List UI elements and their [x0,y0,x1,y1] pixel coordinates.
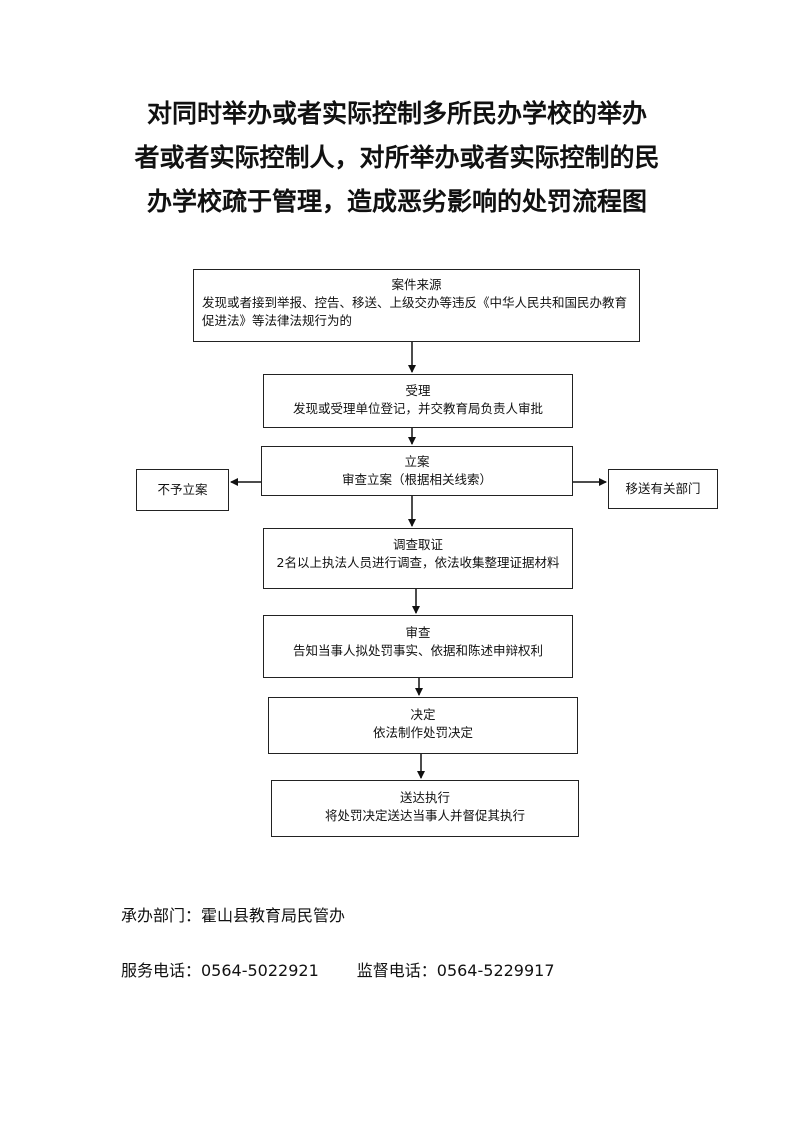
step-filing: 立案 审查立案（根据相关线索） [261,446,573,496]
step-decision-desc: 依法制作处罚决定 [372,725,473,740]
service-phone: 服务电话：0564-5022921 [121,961,319,980]
branch-transfer-label: 移送有关部门 [625,481,701,496]
step-delivery-heading: 送达执行 [399,790,450,805]
page-title: 对同时举办或者实际控制多所民办学校的举办 者或者实际控制人，对所举办或者实际控制… [100,92,694,224]
step-accept-desc: 发现或受理单位登记，并交教育局负责人审批 [292,401,543,416]
step-review-heading: 审查 [405,625,431,640]
title-line-1: 对同时举办或者实际控制多所民办学校的举办 [146,99,647,128]
branch-no-filing: 不予立案 [136,469,229,511]
step-case-source-heading: 案件来源 [391,277,442,292]
step-investigation: 调查取证 2名以上执法人员进行调查，依法收集整理证据材料 [263,528,573,589]
title-line-3: 办学校疏于管理，造成恶劣影响的处罚流程图 [146,187,647,216]
step-review: 审查 告知当事人拟处罚事实、依据和陈述申辩权利 [263,615,573,678]
step-delivery: 送达执行 将处罚决定送达当事人并督促其执行 [271,780,579,837]
handling-department: 承办部门：霍山县教育局民管办 [121,906,346,925]
step-delivery-desc: 将处罚决定送达当事人并督促其执行 [324,808,525,823]
step-decision-heading: 决定 [410,707,436,722]
step-case-source-desc: 发现或者接到举报、控告、移送、上级交办等违反《中华人民共和国民办教育促进法》等法… [202,295,628,328]
step-case-source: 案件来源 发现或者接到举报、控告、移送、上级交办等违反《中华人民共和国民办教育促… [193,269,640,342]
step-filing-heading: 立案 [404,454,430,469]
title-line-2: 者或者实际控制人，对所举办或者实际控制的民 [134,143,660,172]
step-accept-heading: 受理 [405,383,431,398]
contact-phones: 服务电话：0564-5022921 监督电话：0564-5229917 [121,961,555,981]
step-decision: 决定 依法制作处罚决定 [268,697,578,754]
step-investigation-heading: 调查取证 [392,537,443,552]
step-filing-desc: 审查立案（根据相关线索） [341,472,492,487]
branch-transfer: 移送有关部门 [608,469,718,509]
step-investigation-desc: 2名以上执法人员进行调查，依法收集整理证据材料 [276,555,560,570]
step-review-desc: 告知当事人拟处罚事实、依据和陈述申辩权利 [292,643,543,658]
supervision-phone: 监督电话：0564-5229917 [356,961,555,980]
branch-no-filing-label: 不予立案 [157,482,208,497]
step-accept: 受理 发现或受理单位登记，并交教育局负责人审批 [263,374,573,428]
